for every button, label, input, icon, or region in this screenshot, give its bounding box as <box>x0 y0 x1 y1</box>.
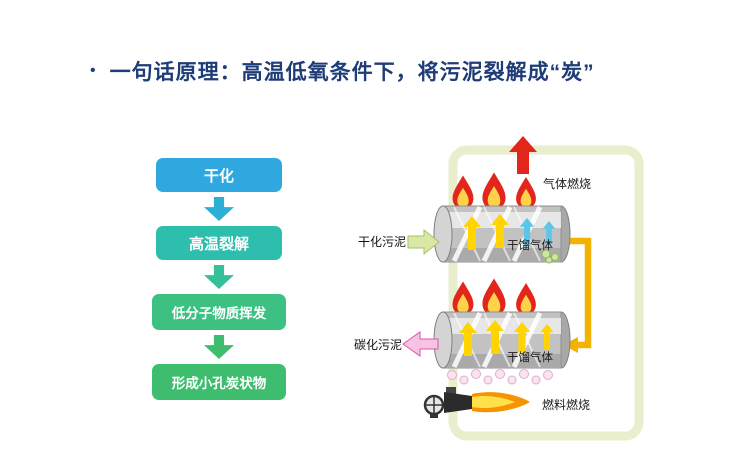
sludge-particles <box>447 369 553 385</box>
gas-pipe-arrowhead-icon <box>563 337 578 353</box>
gas-pipe <box>569 237 592 349</box>
flow-step-pyrolysis: 高温裂解 <box>156 226 282 260</box>
dried-sludge-arrow-icon <box>407 228 440 256</box>
fuel-burner <box>423 387 530 418</box>
title-bullet: • <box>90 62 96 79</box>
flow-step-volatilize: 低分子物质挥发 <box>152 294 286 330</box>
flow-step-drying: 干化 <box>156 158 282 192</box>
down-arrow-icon <box>204 197 234 221</box>
lower-kiln: 干馏气体 <box>433 311 571 369</box>
burner-nozzle <box>444 392 472 413</box>
label-fuel-combustion: 燃料燃烧 <box>542 397 590 412</box>
process-flowchart: 干化 高温裂解 低分子物质挥发 形成小孔炭状物 <box>151 158 287 400</box>
upper-kiln: 干馏气体 <box>433 205 571 264</box>
exhaust-arrow-icon <box>509 136 537 174</box>
down-arrow-icon <box>204 265 234 289</box>
label-dried-sludge: 干化污泥 <box>358 235 406 249</box>
down-arrow-icon <box>204 335 234 359</box>
label-retort-gas-lower: 干馏气体 <box>507 350 553 364</box>
label-retort-gas-upper: 干馏气体 <box>507 238 553 252</box>
flow-step-char: 形成小孔炭状物 <box>152 364 286 400</box>
carbonized-sludge-arrow-icon <box>402 331 439 357</box>
char-particles <box>541 249 559 264</box>
label-carbonized-sludge: 碳化污泥 <box>354 338 402 352</box>
page-title: 一句话原理：高温低氧条件下，将污泥裂解成“炭” <box>109 61 595 84</box>
pyrolysis-diagram: 气体燃烧 干馏气体 <box>354 136 644 441</box>
title-row: • 一句话原理：高温低氧条件下，将污泥裂解成“炭” <box>90 56 595 86</box>
label-gas-combustion: 气体燃烧 <box>543 176 591 191</box>
